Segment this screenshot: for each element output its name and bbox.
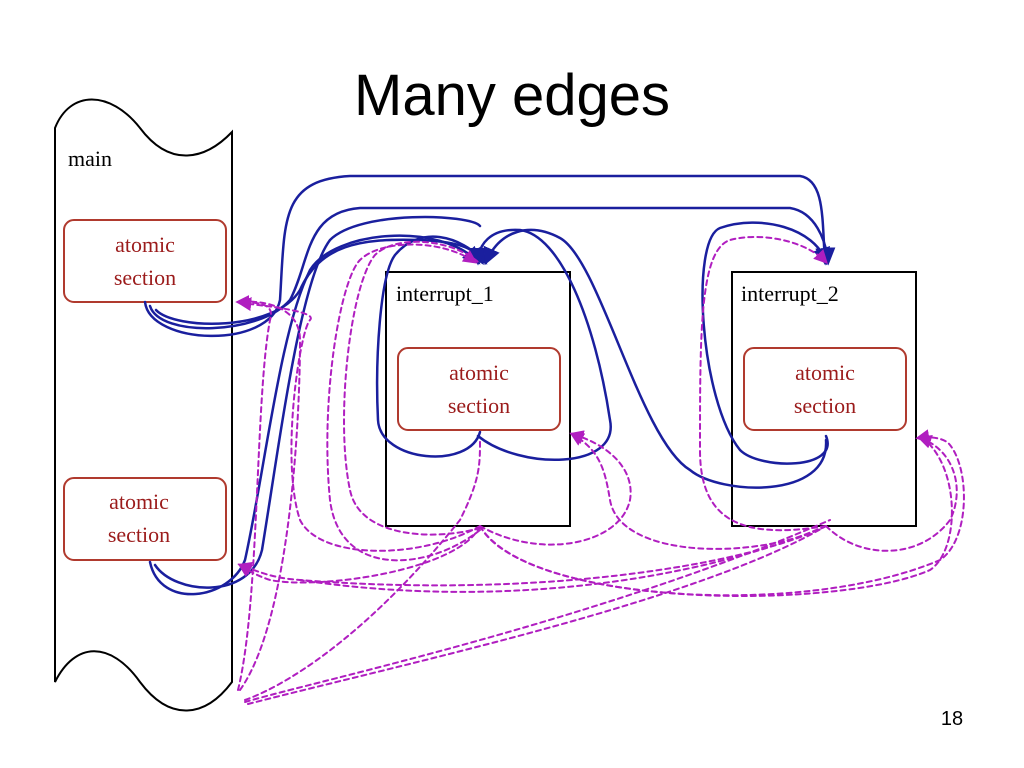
solid-edges (143, 174, 836, 596)
edge-int2-cross (483, 228, 828, 489)
interrupt-1-label: interrupt_1 (396, 281, 494, 306)
main-label: main (68, 146, 112, 171)
edge-main-s1-to-int2-outer (143, 174, 833, 338)
dashed-edge-1 (244, 439, 481, 701)
dashed-edge-16 (247, 525, 827, 705)
interrupt-2-atomic-section (743, 347, 907, 431)
dashed-edge-11 (479, 430, 632, 546)
dashed-edge-6 (326, 243, 481, 562)
main-section-2-label-line2: section (108, 522, 170, 547)
edge-main-s2-to-int2 (153, 215, 482, 589)
main-thread-box (54, 98, 233, 712)
dashed-edge-7 (343, 240, 481, 536)
slide-title: Many edges (354, 63, 670, 128)
dashed-edges (235, 235, 965, 705)
edge-int1-loop-to-int2 (375, 235, 488, 458)
edge-main-s2-to-int1 (148, 234, 481, 596)
edge-main-s1-to-int2-inner (148, 206, 836, 330)
slide-number: 18 (940, 708, 964, 730)
main-atomic-section-1: atomic section (63, 219, 227, 303)
interrupt-2-box: interrupt_2 atomic section (731, 271, 917, 527)
edge-int2-loop (701, 221, 830, 465)
main-section-1-label-line2: section (114, 265, 176, 290)
dashed-edge-4 (239, 300, 302, 691)
interrupt-1-atomic-section (397, 347, 561, 431)
dashed-edge-12 (698, 235, 828, 532)
dashed-edge-17 (299, 525, 827, 593)
dashed-edge-5 (237, 297, 481, 552)
interrupt-2-label: interrupt_2 (741, 281, 839, 306)
edge-int1-section-to-int2 (469, 228, 612, 462)
edge-main-s1-to-int1 (154, 238, 484, 325)
interrupt-1-section-line1: atomic (449, 360, 509, 385)
main-section-2-label-line1: atomic (109, 489, 169, 514)
interrupt-1-box: interrupt_1 atomic section (385, 271, 571, 527)
dashed-edge-10 (569, 432, 827, 550)
main-section-1-label-line1: atomic (115, 232, 175, 257)
dashed-edge-9 (237, 525, 481, 584)
interrupt-2-section-line1: atomic (795, 360, 855, 385)
main-atomic-section-2: atomic section (63, 477, 227, 561)
dashed-edge-14 (825, 435, 958, 552)
interrupt-1-section-line2: section (448, 393, 510, 418)
interrupt-2-section-line2: section (794, 393, 856, 418)
dashed-edge-2 (244, 519, 831, 703)
dashed-edge-15 (479, 439, 953, 597)
